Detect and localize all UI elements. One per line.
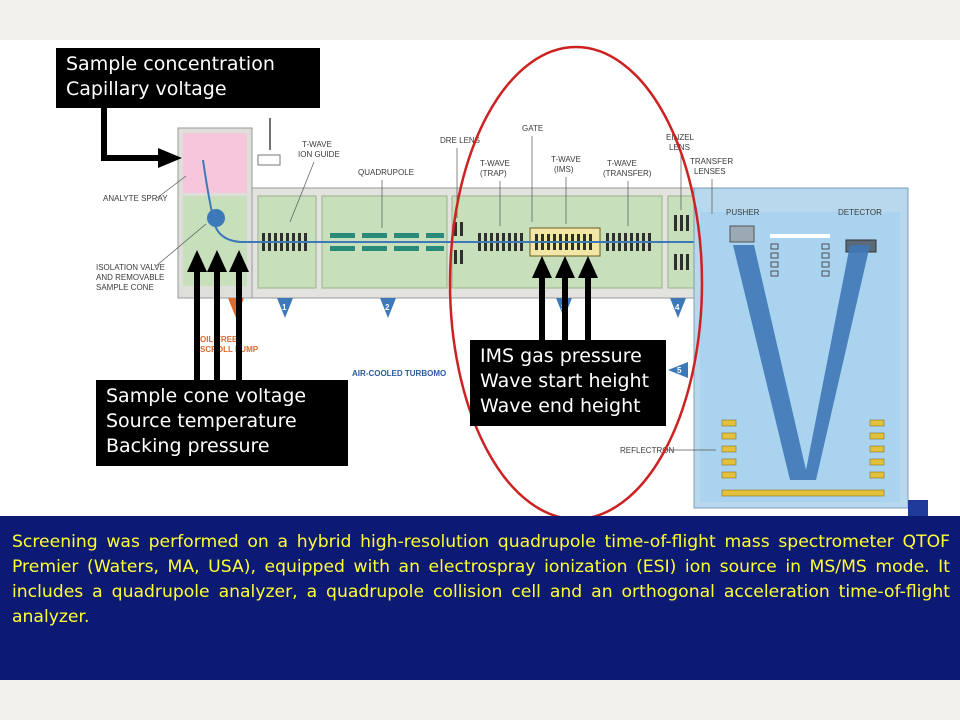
source-temperature-label: Source temperature bbox=[106, 410, 297, 432]
twave-ims-label-1: T-WAVE bbox=[551, 155, 581, 164]
isolation-valve-label-2: AND REMOVABLE bbox=[96, 273, 164, 282]
detector-label: DETECTOR bbox=[838, 208, 882, 217]
tof-slots bbox=[770, 243, 830, 277]
caption-box: Screening was performed on a hybrid high… bbox=[0, 516, 960, 680]
isolation-valve-leader bbox=[155, 223, 207, 267]
transfer-lenses-label-2: LENSES bbox=[694, 167, 726, 176]
capillary-voltage-label: Capillary voltage bbox=[66, 78, 227, 100]
ims-arrows bbox=[532, 256, 598, 342]
cone-arrows bbox=[187, 250, 249, 380]
gate-label: GATE bbox=[522, 124, 543, 133]
sample-cone-voltage-label: Sample cone voltage bbox=[106, 385, 307, 407]
source-arrowhead bbox=[158, 148, 182, 168]
analyte-spray-label: ANALYTE SPRAY bbox=[103, 194, 168, 203]
v-flight-path bbox=[733, 245, 870, 480]
caption-text: Screening was performed on a hybrid high… bbox=[12, 532, 950, 627]
einzel-lens-label-1: EINZEL bbox=[666, 133, 695, 142]
twave-ion-guide-label-2: ION GUIDE bbox=[298, 150, 340, 159]
twave-trap-label-2: (TRAP) bbox=[480, 169, 507, 178]
source-chamber bbox=[183, 133, 247, 193]
reflectron-label: REFLECTRON bbox=[620, 446, 674, 455]
twave-trap-label-1: T-WAVE bbox=[480, 159, 510, 168]
quadrupole-label: QUADRUPOLE bbox=[358, 168, 414, 177]
twave-transfer-label-2: (TRANSFER) bbox=[603, 169, 652, 178]
ion-guide-leader bbox=[289, 161, 315, 223]
svg-text:2: 2 bbox=[385, 303, 390, 312]
pusher bbox=[729, 225, 755, 243]
cone-callout: Sample cone voltage Source temperature B… bbox=[96, 380, 348, 466]
analyte-spray-leader bbox=[156, 175, 187, 199]
wave-end-height-label: Wave end height bbox=[480, 395, 641, 417]
isolation-valve-label-1: ISOLATION VALVE bbox=[96, 263, 165, 272]
scroll-pump-label: SCROLL PUMP bbox=[200, 345, 259, 354]
ims-gas-pressure-label: IMS gas pressure bbox=[480, 345, 642, 367]
ims-callout: IMS gas pressure Wave start height Wave … bbox=[470, 340, 666, 426]
isolation-valve-label-3: SAMPLE CONE bbox=[96, 283, 154, 292]
wave-start-height-label: Wave start height bbox=[480, 370, 650, 392]
spectrometer-diagram: 1 2 3 4 5 OIL-FREE SCROLL PUMP AIR-COOLE… bbox=[0, 40, 960, 520]
corner-block bbox=[908, 500, 928, 516]
sample-concentration-label: Sample concentration bbox=[66, 53, 275, 75]
svg-text:4: 4 bbox=[675, 303, 680, 312]
twave-ims-label-2: (IMS) bbox=[554, 165, 574, 174]
svg-text:5: 5 bbox=[677, 366, 682, 375]
source-callout-connector bbox=[101, 108, 160, 161]
transfer-lenses-label-1: TRANSFER bbox=[690, 157, 733, 166]
source-callout: Sample concentration Capillary voltage bbox=[56, 48, 320, 108]
svg-text:1: 1 bbox=[282, 303, 287, 312]
dre-lens bbox=[454, 222, 463, 264]
tof-grid bbox=[770, 234, 830, 238]
isolation-valve bbox=[207, 209, 225, 227]
dre-lens-label: DRE LENS bbox=[440, 136, 480, 145]
backing-pressure-label: Backing pressure bbox=[106, 435, 270, 457]
turbo-label: AIR-COOLED TURBOMO bbox=[352, 369, 446, 378]
twave-transfer-label-1: T-WAVE bbox=[607, 159, 637, 168]
ion-beam bbox=[202, 159, 730, 243]
einzel-lens bbox=[674, 215, 689, 270]
capillary bbox=[257, 154, 281, 166]
pusher-label: PUSHER bbox=[726, 208, 760, 217]
quadrupole-rods bbox=[330, 233, 444, 251]
reflectron-plates bbox=[721, 419, 885, 497]
twave-ion-guide-label-1: T-WAVE bbox=[302, 140, 332, 149]
